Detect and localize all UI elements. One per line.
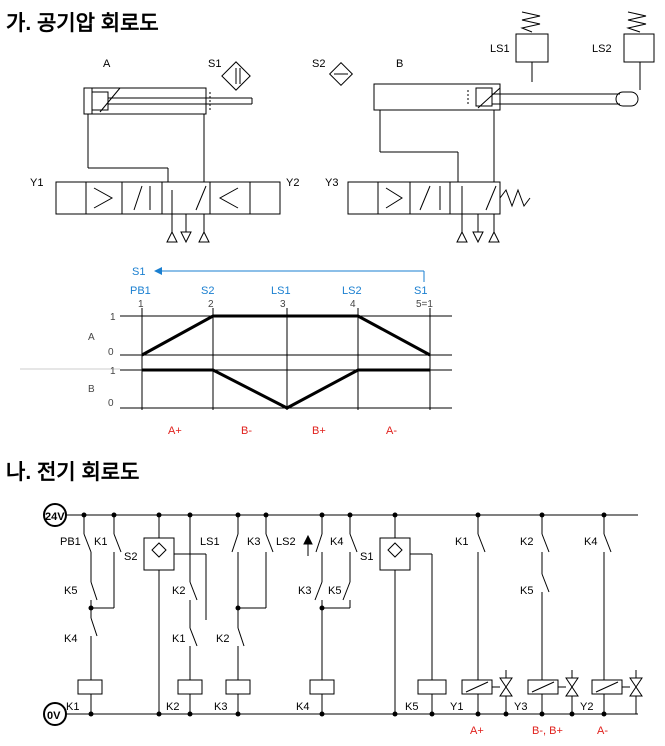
contact-s2: S2 [124, 551, 137, 563]
label-sensor-s2: S2 [312, 58, 325, 70]
motion-4: A- [386, 425, 397, 437]
signal-ls1: LS1 [271, 285, 291, 297]
signal-ls2: LS2 [342, 285, 362, 297]
coil-y3: Y3 [514, 701, 527, 713]
coil-k1: K1 [66, 701, 79, 713]
motion-1: A+ [168, 425, 182, 437]
label-y2: Y2 [286, 177, 299, 189]
trace-cylinder-a [141, 314, 431, 357]
contact-k5a: K5 [64, 585, 77, 597]
signal-s1: S1 [414, 285, 427, 297]
coil-y1: Y1 [450, 701, 463, 713]
step-5: 5=1 [416, 299, 433, 310]
label-cylinder-a: A [103, 58, 111, 70]
contact-k4c: K4 [584, 536, 597, 548]
step-3: 3 [280, 299, 286, 310]
adjust-arrow-icon [99, 87, 121, 113]
contact-k2a: K2 [172, 585, 185, 597]
contact-k1a: K1 [94, 536, 107, 548]
label-ls2: LS2 [592, 43, 612, 55]
coil-k5: K5 [405, 701, 418, 713]
output-a-minus: A- [597, 725, 608, 737]
label-y1: Y1 [30, 177, 43, 189]
contact-k2c: K2 [520, 536, 533, 548]
trace-cylinder-b [142, 368, 430, 410]
signal-s2: S2 [201, 285, 214, 297]
return-signal-label: S1 [132, 266, 145, 278]
contact-pb1: PB1 [60, 536, 81, 548]
contact-k5c: K5 [520, 585, 533, 597]
contact-k2b: K2 [216, 633, 229, 645]
ladder-diagram [43, 503, 643, 726]
rail-0v: 0V [47, 710, 61, 722]
coil-k4: K4 [296, 701, 309, 713]
signal-pb1: PB1 [130, 285, 151, 297]
rail-24v: 24V [45, 511, 65, 523]
sensor-s1-icon [221, 61, 251, 91]
return-arrow-icon [154, 267, 162, 275]
limit-switch-ls2 [623, 33, 655, 63]
coil-y2: Y2 [580, 701, 593, 713]
row-label-a: A [88, 332, 95, 343]
level-b-0: 0 [108, 398, 114, 409]
pneumatic-circuit [55, 11, 655, 244]
label-sensor-s1: S1 [208, 58, 221, 70]
valve-a-solenoid-left [85, 181, 123, 215]
section-b-title: 나. 전기 회로도 [6, 461, 139, 484]
step-2: 2 [208, 299, 214, 310]
contact-k3a: K3 [247, 536, 260, 548]
label-ls1: LS1 [490, 43, 510, 55]
junction-dots [81, 512, 607, 717]
contact-k4b: K4 [330, 536, 343, 548]
motion-2: B- [241, 425, 252, 437]
contact-k4a: K4 [64, 633, 77, 645]
contact-s1: S1 [360, 551, 373, 563]
step-1: 1 [138, 299, 144, 310]
motion-3: B+ [312, 425, 326, 437]
step-4: 4 [350, 299, 356, 310]
row-label-b: B [88, 384, 95, 395]
contact-ls2: LS2 [276, 536, 296, 548]
level-b-1: 1 [110, 366, 116, 377]
level-a-1: 1 [110, 312, 116, 323]
level-a-0: 0 [108, 347, 114, 358]
coil-k3: K3 [214, 701, 227, 713]
cylinder-a [83, 87, 207, 115]
timing-diagram: S1 PB1 S2 LS1 LS2 S1 1 2 3 4 5=1 1 A 0 1 [20, 266, 452, 437]
coil-k2: K2 [166, 701, 179, 713]
label-y3: Y3 [325, 177, 338, 189]
section-a-title: 가. 공기압 회로도 [6, 12, 159, 35]
contact-k1b: K1 [172, 633, 185, 645]
contact-k1c: K1 [455, 536, 468, 548]
limit-switch-ls1 [515, 33, 549, 63]
cylinder-b [373, 83, 501, 111]
contact-k3b: K3 [298, 585, 311, 597]
output-b-minus-plus: B-, B+ [532, 725, 563, 737]
contact-k5b: K5 [328, 585, 341, 597]
label-cylinder-b: B [396, 58, 403, 70]
contact-ls1: LS1 [200, 536, 220, 548]
output-a-plus: A+ [470, 725, 484, 737]
sensor-s2-icon [328, 61, 354, 87]
